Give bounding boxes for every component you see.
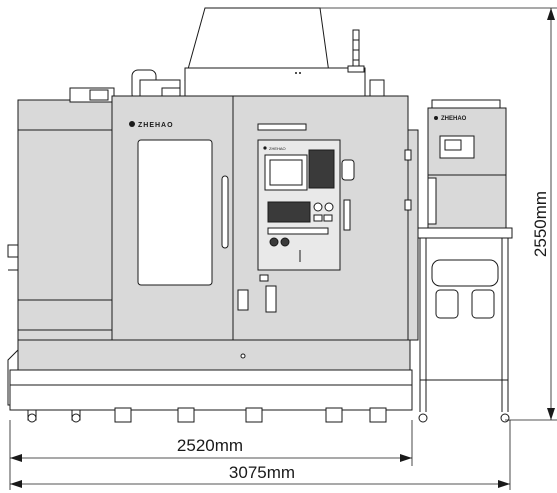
side-logo: ZHEHAO	[441, 116, 467, 122]
main-logo: ZHEHAO	[138, 122, 174, 129]
overall-width-label: 3075mm	[229, 463, 295, 482]
machine-width-label: 2520mm	[177, 436, 243, 455]
auxiliary-unit: ZHEHAO	[417, 99, 513, 423]
spindle-housing	[131, 7, 385, 103]
height-dimension: 2550mm	[205, 7, 557, 421]
cnc-control-panel: ZHEHAO	[257, 123, 355, 271]
machine-base	[9, 339, 413, 423]
overall-width-dimension: 3075mm	[10, 420, 511, 490]
machine-width-dimension: 2520mm	[9, 420, 413, 490]
panel-brand: ZHEHAO	[269, 146, 286, 151]
height-dimension-label: 2550mm	[531, 191, 550, 257]
